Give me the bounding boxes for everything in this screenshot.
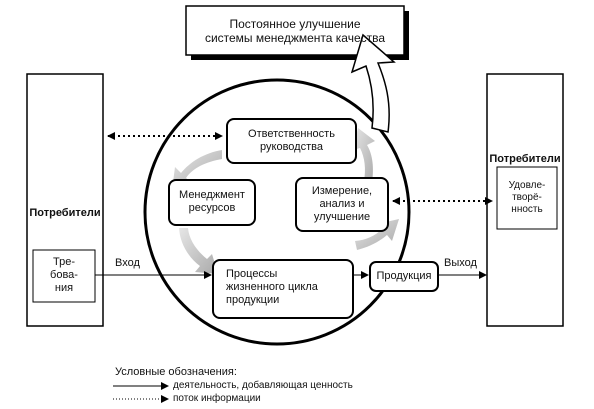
management-responsibility-label: Ответственность руководства <box>248 128 335 153</box>
improvement-arrow <box>350 33 396 133</box>
customers-right-title: Потребители <box>489 153 561 165</box>
legend-value-activity: деятельность, добавляющая ценность <box>173 380 353 391</box>
product-box <box>369 261 439 292</box>
product-realization-box <box>212 259 354 319</box>
resource-management-label: Менеджмент ресурсов <box>179 189 245 214</box>
requirements-box <box>32 249 96 303</box>
measurement-box <box>295 177 389 232</box>
measurement-label: Измерение, анализ и улучшение <box>311 185 373 223</box>
legend-title: Условные обозначения: <box>115 366 237 378</box>
cycle-arrow-bottom-left <box>179 228 218 274</box>
satisfaction-box <box>496 166 558 230</box>
satisfaction-label: Удовле- творё- нность <box>508 180 546 215</box>
legend-info-flow: поток информации <box>173 393 261 404</box>
requirements-label: Тре- бова- ния <box>50 256 78 294</box>
management-responsibility-box <box>226 118 357 164</box>
input-label: Вход <box>115 257 140 269</box>
resource-management-box <box>168 179 256 226</box>
improvement-label: Постоянное улучшение системы менеджмента… <box>204 17 386 45</box>
product-realization-label: Процессы жизненного цикла продукции <box>226 268 318 306</box>
product-label: Продукция <box>376 270 432 282</box>
output-label: Выход <box>444 257 477 269</box>
cycle-arrow-top-right <box>353 128 375 183</box>
customers-left-title: Потребители <box>29 207 101 219</box>
